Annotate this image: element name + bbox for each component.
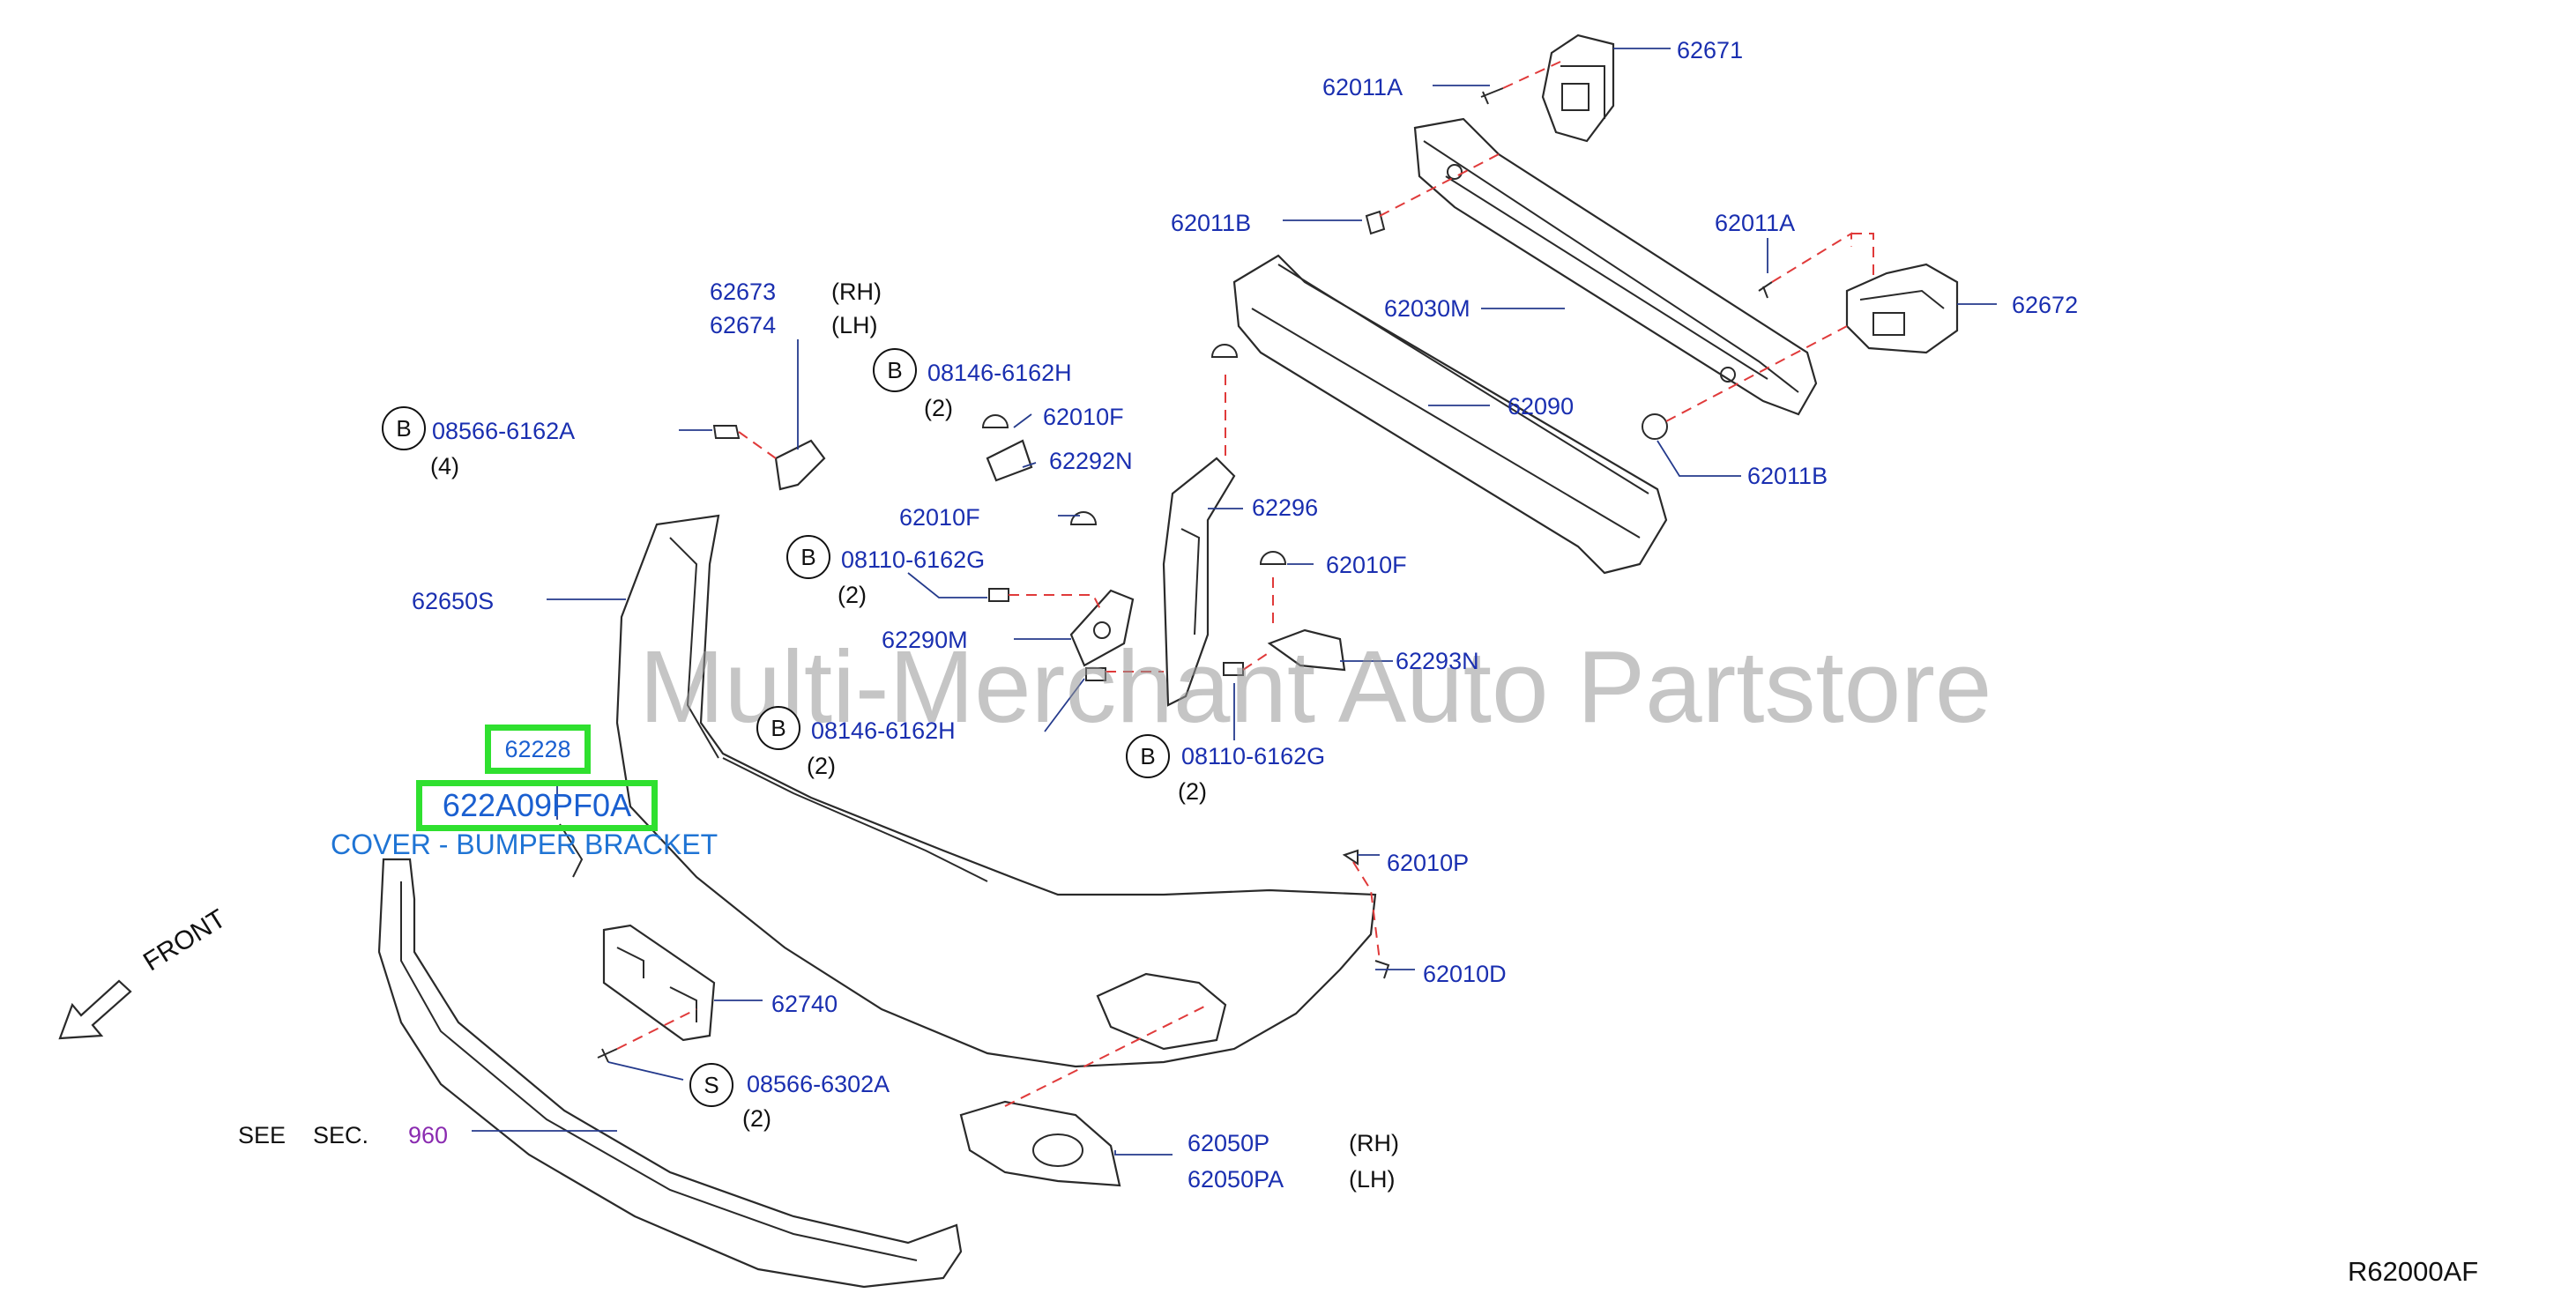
bracket-62296 [1162, 457, 1236, 707]
marker-b-08566: B [382, 406, 426, 450]
label-08566-6302a[interactable]: 08566-6302A [747, 1071, 890, 1097]
label-62030m[interactable]: 62030M [1384, 295, 1470, 322]
label-qty-2-a: (2) [924, 395, 953, 421]
label-rh-62673: (RH) [831, 279, 882, 305]
bracket-62293n [1267, 628, 1346, 672]
label-62673[interactable]: 62673 [710, 279, 777, 305]
fasteners [597, 87, 1773, 1063]
label-see: SEE [238, 1122, 287, 1148]
label-62050pa[interactable]: 62050PA [1187, 1166, 1284, 1193]
label-62010f-a[interactable]: 62010F [1043, 404, 1124, 430]
label-62010p[interactable]: 62010P [1387, 850, 1470, 876]
label-62293n[interactable]: 62293N [1396, 648, 1479, 674]
highlight-part-number: 62228 [504, 735, 571, 762]
bracket-62292n [986, 439, 1033, 482]
label-qty-2-d: (2) [1178, 778, 1207, 805]
label-62671[interactable]: 62671 [1677, 37, 1744, 63]
label-62010f-c[interactable]: 62010F [1326, 552, 1407, 578]
label-lh-62050pa: (LH) [1349, 1166, 1396, 1193]
alignment-dashes [616, 61, 1874, 1107]
label-62672[interactable]: 62672 [2012, 292, 2079, 318]
marker-s-08566-6302a: S [689, 1063, 733, 1107]
label-62290m[interactable]: 62290M [882, 627, 968, 653]
label-08110-6162g-top[interactable]: 08110-6162G [841, 546, 986, 573]
label-62010f-b[interactable]: 62010F [899, 504, 980, 531]
label-62292n[interactable]: 62292N [1049, 448, 1133, 474]
marker-b-08146-bottom: B [756, 706, 800, 750]
marker-b-08146-top: B [873, 348, 917, 392]
diagram-code: R62000AF [2348, 1256, 2479, 1287]
lower-valance-960 [377, 858, 963, 1289]
label-62011b-left[interactable]: 62011B [1171, 210, 1252, 236]
label-62090[interactable]: 62090 [1508, 393, 1575, 420]
energy-absorber-62090 [1232, 254, 1668, 575]
watermark: Multi-Merchant Auto Partstore [639, 629, 1992, 744]
front-arrow-icon [58, 979, 132, 1040]
marker-b-08110-bottom: B [1126, 734, 1170, 778]
label-section-960[interactable]: 960 [408, 1122, 449, 1148]
fog-lamp-cover-62050p [959, 1100, 1121, 1187]
marker-b-08110-top: B [786, 535, 830, 579]
reinforcement-beam-62030m [1413, 117, 1818, 416]
bracket-62672 [1845, 263, 1959, 354]
bracket-62671 [1541, 33, 1615, 143]
bumper-fascia-62650s [615, 514, 1377, 1068]
cover-bumper-bracket-62228 [559, 823, 584, 878]
highlight-catalog-number-box[interactable]: 622A09PF0A [416, 780, 658, 831]
label-08566-6162a[interactable]: 08566-6162A [432, 418, 576, 444]
label-qty-2-b: (2) [838, 582, 867, 608]
highlight-catalog-number: 622A09PF0A [442, 787, 632, 823]
label-08146-6162h-top[interactable]: 08146-6162H [927, 360, 1072, 386]
highlight-description: COVER - BUMPER BRACKET [331, 829, 718, 860]
label-lh-62674: (LH) [831, 312, 878, 338]
label-qty-4: (4) [430, 453, 459, 479]
label-08110-6162g-bottom[interactable]: 08110-6162G [1181, 743, 1326, 769]
label-62296[interactable]: 62296 [1252, 494, 1319, 521]
label-62740[interactable]: 62740 [771, 991, 838, 1017]
label-qty-2-c: (2) [807, 753, 836, 779]
label-rh-62050p: (RH) [1349, 1130, 1399, 1156]
label-62011b-right[interactable]: 62011B [1747, 463, 1828, 489]
label-62011a-right[interactable]: 62011A [1715, 210, 1796, 236]
bracket-62290m [1069, 589, 1135, 667]
label-qty-2-e: (2) [742, 1105, 771, 1132]
leader-lines [472, 48, 1997, 1156]
label-62050p[interactable]: 62050P [1187, 1130, 1270, 1156]
label-62010d[interactable]: 62010D [1423, 961, 1507, 987]
label-62650s[interactable]: 62650S [412, 588, 495, 614]
retainer-62673 [774, 439, 826, 491]
label-08146-6162h-bottom[interactable]: 08146-6162H [811, 717, 956, 744]
license-bracket-62740 [602, 924, 716, 1042]
label-62674[interactable]: 62674 [710, 312, 777, 338]
label-sec: SEC. [313, 1122, 369, 1148]
label-62011a-top[interactable]: 62011A [1322, 74, 1403, 100]
highlight-part-62228-box[interactable]: 62228 [485, 725, 591, 774]
